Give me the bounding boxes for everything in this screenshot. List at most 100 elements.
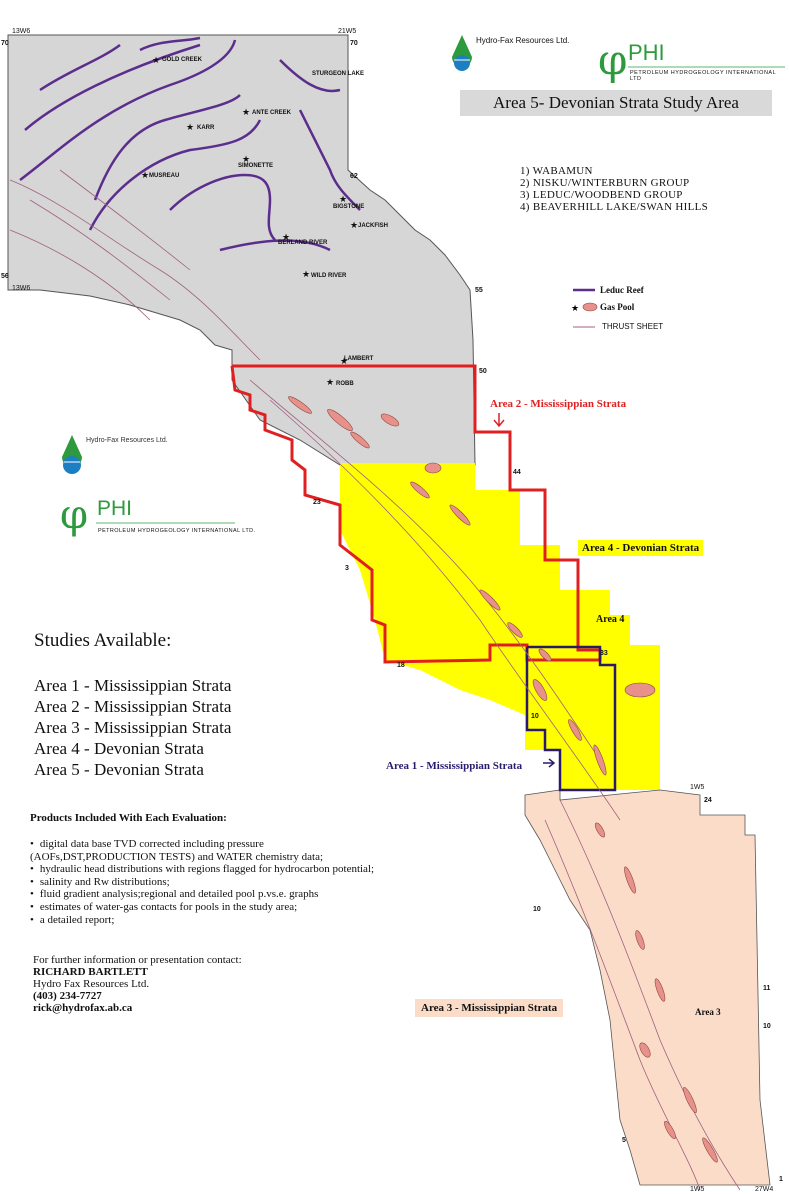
contact-name: RICHARD BARTLETT <box>33 966 148 978</box>
strata-item: 4) BEAVERHILL LAKE/SWAN HILLS <box>520 201 709 213</box>
product-item: digital data base TVD corrected includin… <box>30 838 374 851</box>
page-title: Area 5- Devonian Strata Study Area <box>460 90 772 116</box>
area5-region <box>7 34 476 466</box>
grid-label: 27W4 <box>755 1186 774 1193</box>
well-star-icon: ★ ★ ★ ★ ★ ★ ★ ★ ★ ★ ★ <box>141 55 358 387</box>
svg-text:★: ★ <box>152 55 160 65</box>
grid-label: 13W6 <box>12 285 31 292</box>
grid-label: 11 <box>763 985 771 992</box>
svg-text:★: ★ <box>350 220 358 230</box>
study-item: Area 5 - Devonian Strata <box>34 760 204 779</box>
grid-label: 55 <box>475 287 483 294</box>
study-item: Area 2 - Mississippian Strata <box>34 697 232 716</box>
product-item: fluid gradient analysis;regional and det… <box>30 888 374 901</box>
product-item: hydraulic head distributions with region… <box>30 863 374 876</box>
area3-region <box>524 789 771 1186</box>
place-label: BERLAND RIVER <box>278 240 328 246</box>
phi-logo: φ <box>598 35 627 84</box>
grid-label: 70 <box>350 40 358 47</box>
phi-logo: φ <box>60 492 88 538</box>
place-label: BIGSTONE <box>333 204 365 210</box>
place-label: JACKFISH <box>358 223 389 229</box>
grid-label: 44 <box>513 469 521 476</box>
place-label: SIMONETTE <box>238 163 274 169</box>
place-label: LAMBERT <box>344 356 374 362</box>
hydrofax-drop-logo <box>62 435 82 474</box>
products-list: digital data base TVD corrected includin… <box>30 838 374 926</box>
place-label: STURGEON LAKE <box>312 71 365 77</box>
svg-text:★: ★ <box>339 194 347 204</box>
place-label: KARR <box>197 125 215 131</box>
study-item: Area 3 - Mississippian Strata <box>34 718 232 737</box>
phi-full-name-mid: PETROLEUM HYDROGEOLOGY INTERNATIONAL LTD… <box>98 528 256 534</box>
grid-label: 62 <box>350 173 358 180</box>
arrow-icon <box>493 413 505 428</box>
gas-pool-icon <box>582 302 598 312</box>
phi-logo-text-mid: PHI <box>97 497 133 520</box>
area3-short-label: Area 3 <box>695 1007 721 1017</box>
product-item: salinity and Rw distributions; <box>30 876 374 889</box>
study-item: Area 1 - Mississippian Strata <box>34 676 232 695</box>
place-label: WILD RIVER <box>311 273 347 279</box>
product-item: estimates of water-gas contacts for pool… <box>30 901 374 914</box>
strata-item: 1) WABAMUN <box>520 165 593 177</box>
arrow-icon <box>543 758 556 768</box>
grid-label: 1W5 <box>690 784 705 791</box>
leduc-reef-lines <box>19 36 361 252</box>
product-item: (AOFs,DST,PRODUCTION TESTS) and WATER ch… <box>30 850 324 863</box>
product-item: a detailed report; <box>30 914 374 927</box>
legend-reef-label: Leduc Reef <box>600 285 644 295</box>
legend-gas-label: Gas Pool <box>600 302 635 312</box>
grid-label: 5 <box>622 1137 626 1144</box>
area1-label: Area 1 - Mississippian Strata <box>386 760 523 772</box>
grid-label: 13W6 <box>12 28 31 35</box>
area2-label: Area 2 - Mississippian Strata <box>490 398 627 410</box>
studies-title: Studies Available: <box>34 630 172 651</box>
svg-text:★: ★ <box>326 377 334 387</box>
svg-text:★: ★ <box>242 107 250 117</box>
svg-text:φ: φ <box>598 35 627 84</box>
contact-phone[interactable]: (403) 234-7727 <box>33 990 102 1002</box>
grid-label: 56 <box>1 273 9 280</box>
strata-item: 3) LEDUC/WOODBEND GROUP <box>520 189 683 201</box>
grid-label: 70 <box>1 40 9 47</box>
strata-item: 2) NISKU/WINTERBURN GROUP <box>520 177 690 189</box>
svg-text:φ: φ <box>60 492 88 538</box>
svg-text:★: ★ <box>242 154 250 164</box>
phi-logo-text: PHI <box>628 40 665 65</box>
company-name-mid: Hydro-Fax Resources Ltd. <box>86 437 168 444</box>
grid-label: 3 <box>345 565 349 572</box>
grid-label: 21W5 <box>338 28 357 35</box>
grid-label: 23 <box>313 499 321 506</box>
svg-text:★: ★ <box>340 356 348 366</box>
svg-text:★: ★ <box>282 232 290 242</box>
svg-text:★: ★ <box>186 122 194 132</box>
grid-label: 50 <box>479 368 487 375</box>
svg-text:★: ★ <box>141 170 149 180</box>
area1-outline <box>525 645 617 792</box>
phi-full-name: PETROLEUM HYDROGEOLOGY INTERNATIONAL LTD <box>630 70 776 82</box>
grid-label: 1 <box>779 1176 783 1183</box>
grid-label: 10 <box>533 906 541 913</box>
study-item: Area 4 - Devonian Strata <box>34 739 204 758</box>
svg-text:★: ★ <box>302 269 310 279</box>
company-name-top: Hydro-Fax Resources Ltd. <box>476 36 570 45</box>
place-label: ROBB <box>336 381 354 387</box>
grid-label: 33 <box>600 650 608 657</box>
grid-label: 24 <box>704 797 712 804</box>
studies-list: Area 1 - Mississippian Strata Area 2 - M… <box>34 675 231 780</box>
strata-list: 1) WABAMUN 2) NISKU/WINTERBURN GROUP 3) … <box>520 165 708 213</box>
contact-email[interactable]: rick@hydrofax.ab.ca <box>33 1002 133 1014</box>
contact-block: For further information or presentation … <box>33 954 242 1014</box>
contact-intro: For further information or presentation … <box>33 954 242 966</box>
gas-pools <box>288 396 718 1163</box>
hydrofax-drop-logo <box>452 35 472 71</box>
area4-label: Area 4 - Devonian Strata <box>578 540 704 556</box>
area2-outline <box>230 364 602 664</box>
place-label: ANTE CREEK <box>252 110 292 116</box>
contact-company: Hydro Fax Resources Ltd. <box>33 978 150 990</box>
legend-thrust-label: THRUST SHEET <box>602 322 664 331</box>
grid-label: 10 <box>531 713 539 720</box>
grid-label: 18 <box>397 662 405 669</box>
